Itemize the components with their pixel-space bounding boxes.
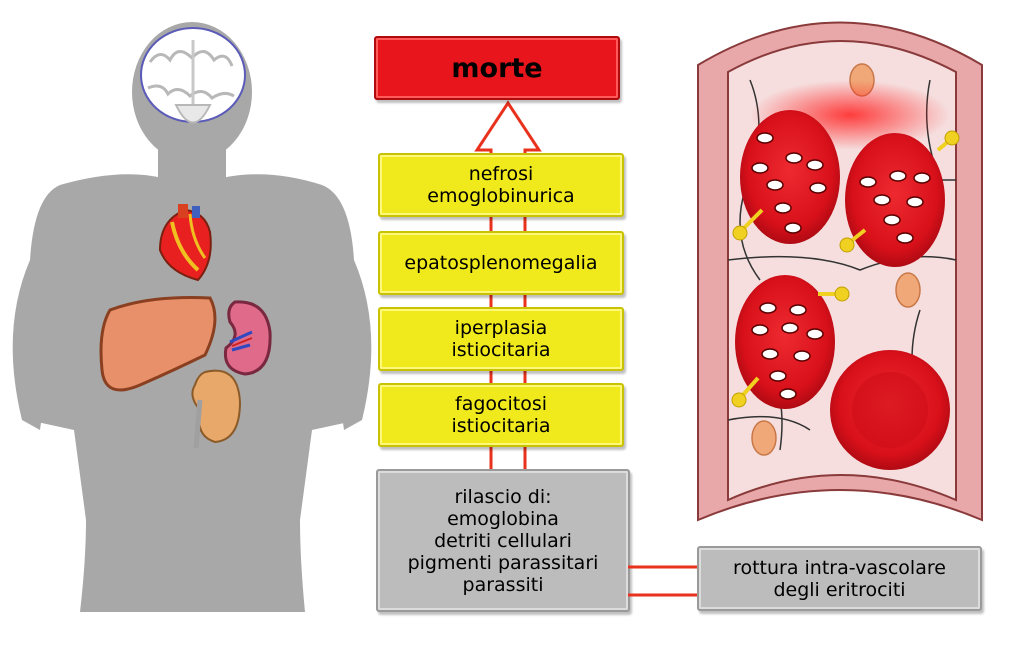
step-label: epatosplenomegalia: [404, 252, 598, 274]
step-box-hyperplasia: iperplasia istiocitaria: [378, 307, 624, 371]
step-label: istiocitaria: [451, 415, 551, 437]
human-body-illustration: [12, 22, 372, 612]
step-box-nephrosis: nefrosi emoglobinurica: [378, 153, 624, 217]
step-box-phagocytosis: fagocitosi istiocitaria: [378, 383, 624, 447]
release-label: rilascio di:: [454, 485, 552, 508]
rupture-box: rottura intra-vascolare degli eritrociti: [697, 546, 982, 611]
step-label: emoglobinurica: [427, 185, 575, 207]
infected-erythrocyte: [732, 110, 840, 244]
connector-lines: [628, 565, 700, 597]
heart-icon: [158, 204, 212, 282]
brain-icon: [140, 27, 246, 124]
step-label: istiocitaria: [451, 339, 551, 361]
step-box-hepatosplenomegaly: epatosplenomegalia: [378, 231, 624, 295]
spleen-icon: [223, 300, 272, 376]
step-label: fagocitosi: [455, 393, 547, 415]
upward-arrow: [474, 100, 542, 470]
infected-erythrocyte: [731, 275, 850, 409]
blood-vessel-illustration: [697, 21, 983, 522]
release-box: rilascio di: emoglobina detriti cellular…: [376, 469, 630, 612]
infected-erythrocyte: [839, 130, 960, 267]
rupture-label: rottura intra-vascolare: [733, 556, 946, 579]
kidney-icon: [191, 369, 242, 449]
liver-icon: [99, 296, 217, 392]
step-label: nefrosi: [468, 163, 534, 185]
release-label: detriti cellulari: [434, 529, 572, 552]
death-box-label: morte: [451, 52, 543, 84]
release-label: emoglobina: [447, 507, 559, 530]
healthy-erythrocyte: [830, 350, 950, 470]
rupture-label: degli eritrociti: [773, 578, 906, 601]
step-label: iperplasia: [454, 317, 548, 339]
release-label: parassiti: [462, 573, 544, 596]
release-label: pigmenti parassitari: [407, 551, 599, 574]
death-box: morte: [374, 36, 620, 100]
